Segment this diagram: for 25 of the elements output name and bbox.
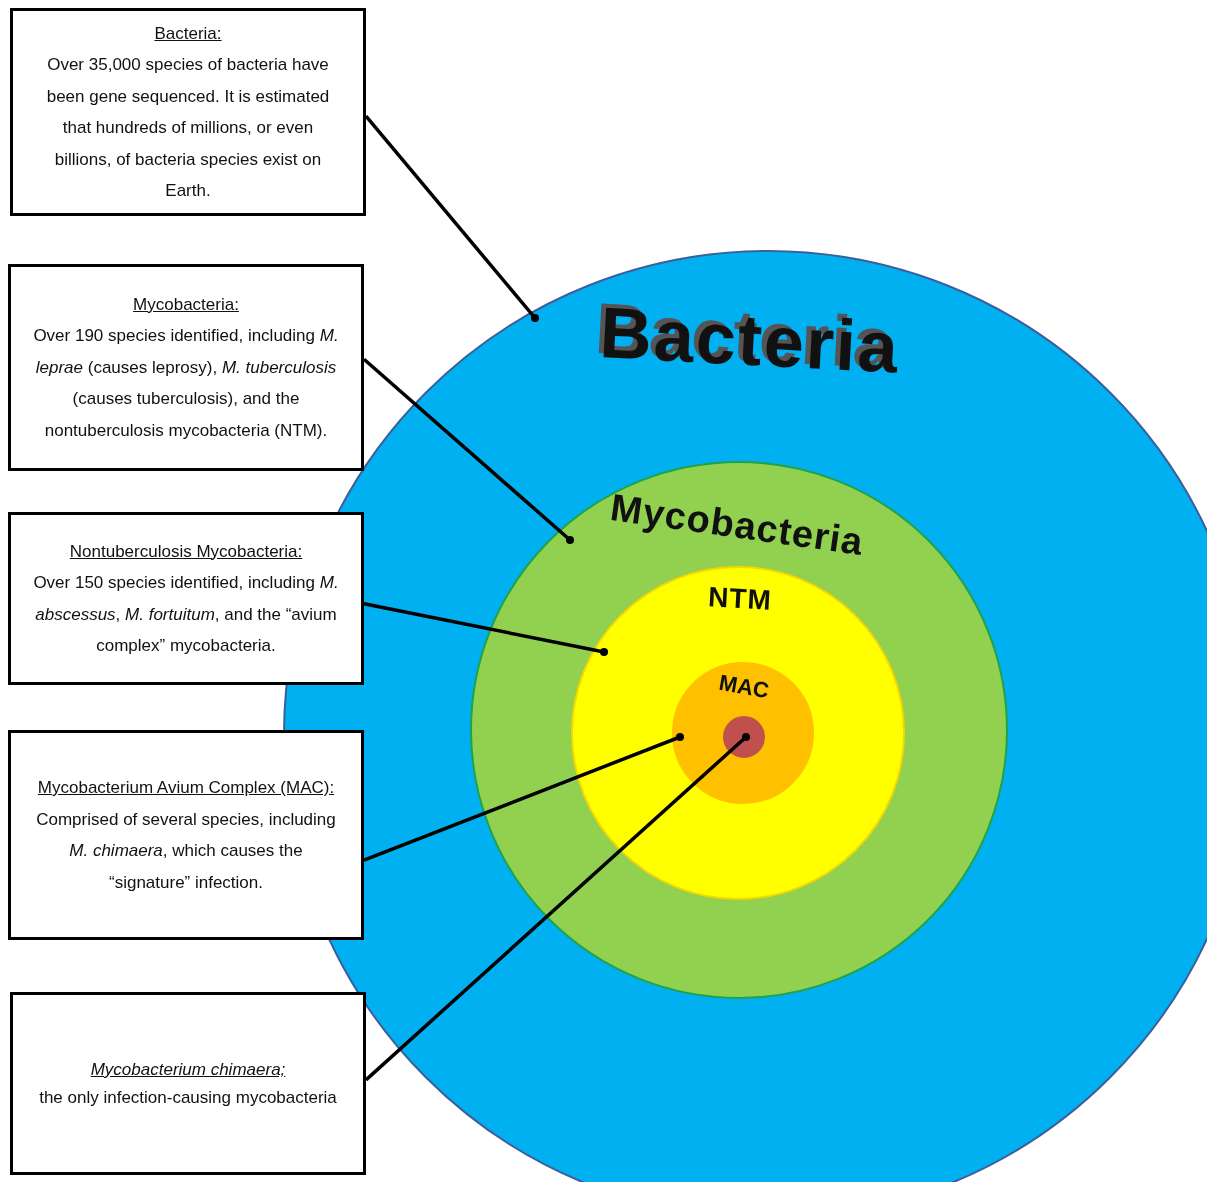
box-text: the only infection-causing mycobacteria — [38, 1086, 338, 1109]
center-circle — [723, 716, 765, 758]
box-heading: Nontuberculosis Mycobacteria: — [68, 540, 304, 563]
box-text: Comprised of several species, including M. chimaera, which causes the “signature” infection. — [35, 808, 337, 894]
box-text: Over 190 species identified, including M. leprae (causes leprosy), M. tuberculosis (causes tuberculosis), and the nontuberculosis mycobacteria (NTM). — [33, 325, 339, 442]
circle-label: MAC — [717, 669, 771, 705]
box-heading: Mycobacteria: — [132, 293, 240, 316]
leader-line — [362, 357, 574, 544]
circle-label: Mycobacteria — [607, 485, 867, 565]
text-box — [10, 992, 366, 1175]
box-heading: Mycobacterium Avium Complex (MAC): — [36, 777, 336, 799]
box-text: Over 35,000 species of bacteria have been gene sequenced. It is estimated that hundreds of millions, or even billions, of bacteria species exist on Earth. — [45, 54, 331, 202]
leader-line — [363, 601, 608, 656]
leader-line — [364, 733, 750, 1082]
circle-label: NTM — [707, 581, 773, 617]
text-box — [8, 730, 364, 940]
box-text: Over 150 species identified, including M. abscessus, M. fortuitum, and the “avium complex” mycobacteria. — [33, 572, 339, 657]
text-box — [8, 264, 364, 471]
text-box — [10, 8, 366, 216]
circle-label: Bacteria — [597, 291, 903, 389]
text-box — [8, 512, 364, 685]
leader-line — [364, 115, 539, 322]
leader-line — [363, 733, 684, 862]
box-heading: Mycobacterium chimaera; — [89, 1059, 287, 1081]
box-heading: Bacteria: — [153, 22, 223, 45]
